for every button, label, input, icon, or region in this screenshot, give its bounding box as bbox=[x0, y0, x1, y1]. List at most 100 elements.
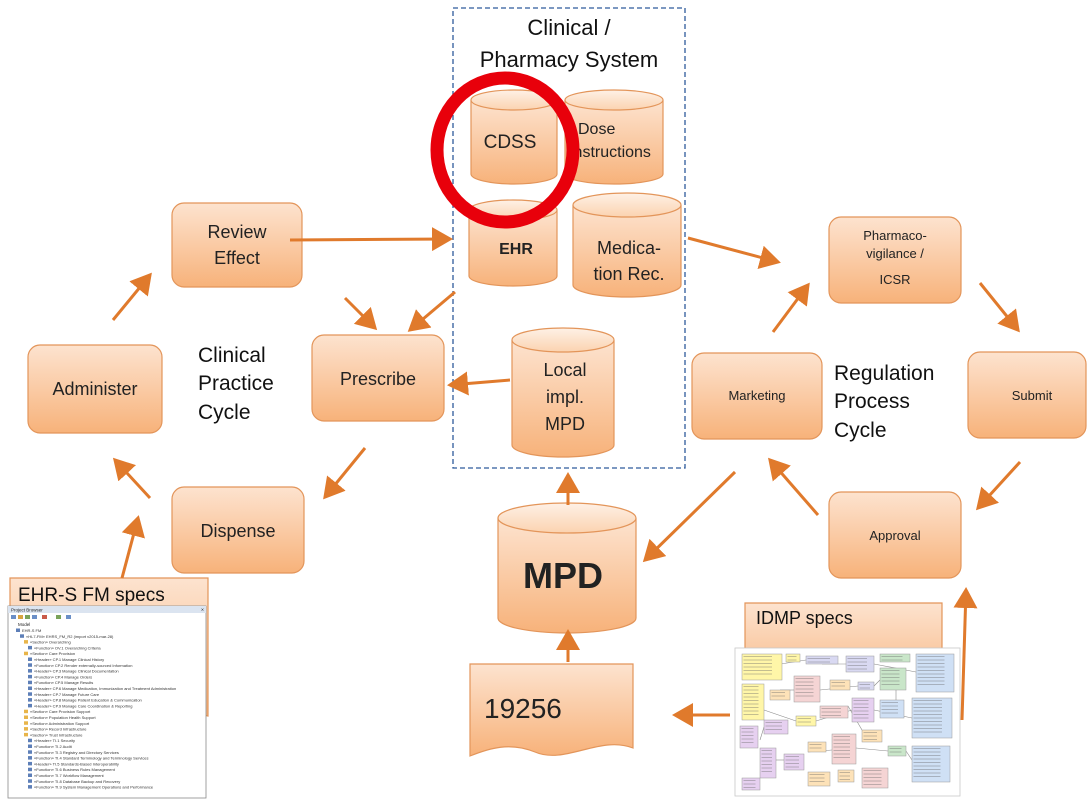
arrow-ehrspec-to-dispense bbox=[120, 515, 145, 579]
ehr-thumb-node-icon bbox=[28, 692, 32, 696]
ehr-thumb-node-icon bbox=[28, 756, 32, 760]
ehr-thumb-tree-line: «Section» Administration Support bbox=[30, 721, 90, 726]
ehr-thumb-tree-line: «Function» TI.3 Registry and Directory S… bbox=[34, 750, 119, 755]
idmp-thumb-connector bbox=[759, 726, 765, 741]
local-label-line1: Local bbox=[543, 360, 586, 380]
dose-label-line1: Dose bbox=[578, 121, 615, 138]
clinical-system-frame bbox=[452, 7, 686, 469]
ehr-thumb-tree-line: «Header» CP.9 Manage Care Coordination &… bbox=[34, 703, 132, 708]
administer-box[interactable]: Administer bbox=[27, 344, 163, 434]
ehr-thumb-node-icon bbox=[28, 761, 32, 766]
dispense-box[interactable]: Dispense bbox=[171, 486, 305, 574]
idmp-thumb-connector bbox=[855, 747, 889, 752]
clinical-system-title-line2: Pharmacy System bbox=[480, 47, 659, 72]
arrow-review-to-ehr bbox=[289, 227, 453, 252]
mpd-label: MPD bbox=[523, 555, 603, 596]
ehr-thumb-node-icon bbox=[28, 738, 32, 743]
ehr-thumb-tree-line: «Header» CP.6 Manage Medication, Immuniz… bbox=[34, 686, 176, 691]
dispense-label: Dispense bbox=[200, 521, 275, 541]
prescribe-box[interactable]: Prescribe bbox=[311, 334, 445, 422]
ehr-thumb-node-icon bbox=[28, 703, 32, 708]
ehr-thumb-node-icon bbox=[28, 779, 32, 783]
cdss-highlight-ring bbox=[430, 71, 580, 229]
ehr-thumb-tree-line: «Header» CP.7 Manage Future Care bbox=[34, 692, 100, 697]
ehr-spec-screenshot: Project Browser × Model EHR-S FM«HL7-FM»… bbox=[7, 605, 207, 799]
clinical-cycle-label-line2: Practice bbox=[198, 372, 274, 395]
ehr-thumb-tree: EHR-S FM«HL7-FM» EHRS_FM_R2 (import v201… bbox=[16, 628, 176, 790]
ehr-thumb-node-icon bbox=[24, 727, 28, 731]
ehr-thumb-tree-line: «Section» Record Infrastructure bbox=[30, 727, 87, 732]
ehr-thumb-tree-line: «HL7-FM» EHRS_FM_R2 (import v2015-mar-28… bbox=[26, 634, 114, 639]
submit-box[interactable]: Submit bbox=[967, 351, 1087, 439]
arrow-idmp-to-approval bbox=[953, 587, 978, 721]
idmp-thumb-class-box bbox=[739, 725, 759, 749]
ehr-thumb-node-icon bbox=[24, 709, 28, 714]
idmp-thumb-class-box bbox=[845, 655, 875, 673]
arrow-prescribe-to-dispense bbox=[323, 447, 367, 500]
ehr-thumb-tree-line: «Function» OV.1 Overarching Criteria bbox=[34, 645, 101, 650]
idmp-thumb-class-box bbox=[785, 653, 801, 663]
ehr-thumb-node-icon bbox=[28, 674, 32, 679]
ehr-thumb-node-icon bbox=[28, 785, 32, 789]
cdss-label: CDSS bbox=[484, 132, 537, 153]
clinical-cycle-label-line1: Clinical bbox=[198, 344, 266, 367]
ehr-thumb-node-icon bbox=[28, 698, 32, 702]
mpd-database[interactable]: MPD bbox=[497, 502, 637, 634]
ehr-thumb-node-icon bbox=[24, 721, 28, 725]
idmp-thumb-class-box bbox=[879, 653, 911, 663]
arrow-marketing-to-pharmacovigilance bbox=[771, 282, 810, 333]
ehr-thumb-close-icon: × bbox=[201, 608, 204, 614]
approval-box[interactable]: Approval bbox=[828, 491, 962, 579]
iso-19256-document[interactable]: 19256 bbox=[469, 663, 634, 757]
idmp-thumb-class-box bbox=[861, 767, 889, 789]
review-effect-box[interactable]: Review Effect bbox=[171, 202, 303, 288]
pharmacovigilance-box[interactable]: Pharmaco- vigilance / ICSR bbox=[828, 216, 962, 304]
idmp-thumb-class-box bbox=[763, 719, 789, 735]
pv-label-line2: vigilance / bbox=[866, 246, 924, 261]
idmp-thumb-connector bbox=[763, 709, 797, 722]
idmp-thumb-class-box bbox=[831, 733, 857, 765]
ehr-thumb-tree-line: «Function» TI.7 Workflow Management bbox=[34, 773, 105, 778]
idmp-spec-screenshot bbox=[734, 647, 961, 797]
regulation-cycle-label-line3: Cycle bbox=[834, 419, 887, 442]
approval-label: Approval bbox=[869, 528, 920, 543]
ehr-thumb-tree-line: «Function» TI.4 Standard Terminology and… bbox=[34, 756, 149, 761]
ehr-thumb-tree-line: «Function» TI.9 System Management Operat… bbox=[34, 785, 154, 790]
ehr-thumb-node-icon bbox=[28, 680, 32, 685]
medrec-label-line2: tion Rec. bbox=[593, 264, 664, 284]
idmp-thumb-class-box bbox=[769, 689, 791, 701]
idmp-thumb-class-box bbox=[857, 681, 875, 691]
ehr-thumb-node-icon bbox=[28, 750, 32, 754]
review-label-line1: Review bbox=[207, 222, 267, 242]
dose-instructions-database[interactable]: Dose instructions bbox=[564, 89, 664, 185]
medication-record-database[interactable]: Medica- tion Rec. bbox=[572, 192, 682, 298]
ehr-thumb-tree-line: «Function» CP.4 Manage Orders bbox=[34, 674, 92, 679]
arrow-dispense-to-administer bbox=[112, 457, 152, 500]
arrow-review-to-prescribe bbox=[343, 296, 378, 331]
marketing-box[interactable]: Marketing bbox=[691, 352, 823, 440]
ehr-spec-label: EHR-S FM specs bbox=[18, 585, 165, 606]
idmp-thumb-class-box bbox=[829, 679, 851, 691]
arrow-administer-to-review bbox=[111, 272, 152, 321]
ehr-thumb-node-icon bbox=[24, 732, 28, 737]
clinical-system-title-line1: Clinical / bbox=[527, 15, 611, 40]
cdss-database[interactable]: CDSS bbox=[470, 89, 558, 185]
submit-label: Submit bbox=[1012, 388, 1053, 403]
idmp-thumb-class-box bbox=[851, 697, 875, 723]
ehr-thumb-node-icon bbox=[28, 657, 32, 661]
arrow-pharmacovigilance-to-submit bbox=[978, 282, 1020, 333]
local-mpd-database[interactable]: Local impl. MPD bbox=[511, 327, 615, 458]
ehr-thumb-tree-line: «Section» Overarching bbox=[30, 640, 71, 645]
idmp-thumb-class-box bbox=[807, 771, 831, 787]
ehr-thumb-tree-line: «Header» TI.1 Security bbox=[34, 738, 75, 743]
ehr-thumb-tree-line: «Section» Trust Infrastructure bbox=[30, 732, 83, 737]
administer-label: Administer bbox=[52, 379, 137, 399]
clinical-cycle-label-line3: Cycle bbox=[198, 401, 251, 424]
idmp-thumb-class-box bbox=[783, 753, 805, 771]
ehr-thumb-tree-line: «Function» CP.2 Render externally-source… bbox=[34, 663, 132, 668]
iso-19256-label: 19256 bbox=[484, 693, 562, 724]
ehr-thumb-tree-line: «Section» Care Provision Support bbox=[30, 709, 91, 714]
arrow-system-to-pharmacovigilance bbox=[687, 236, 781, 269]
review-label-line2: Effect bbox=[214, 248, 260, 268]
